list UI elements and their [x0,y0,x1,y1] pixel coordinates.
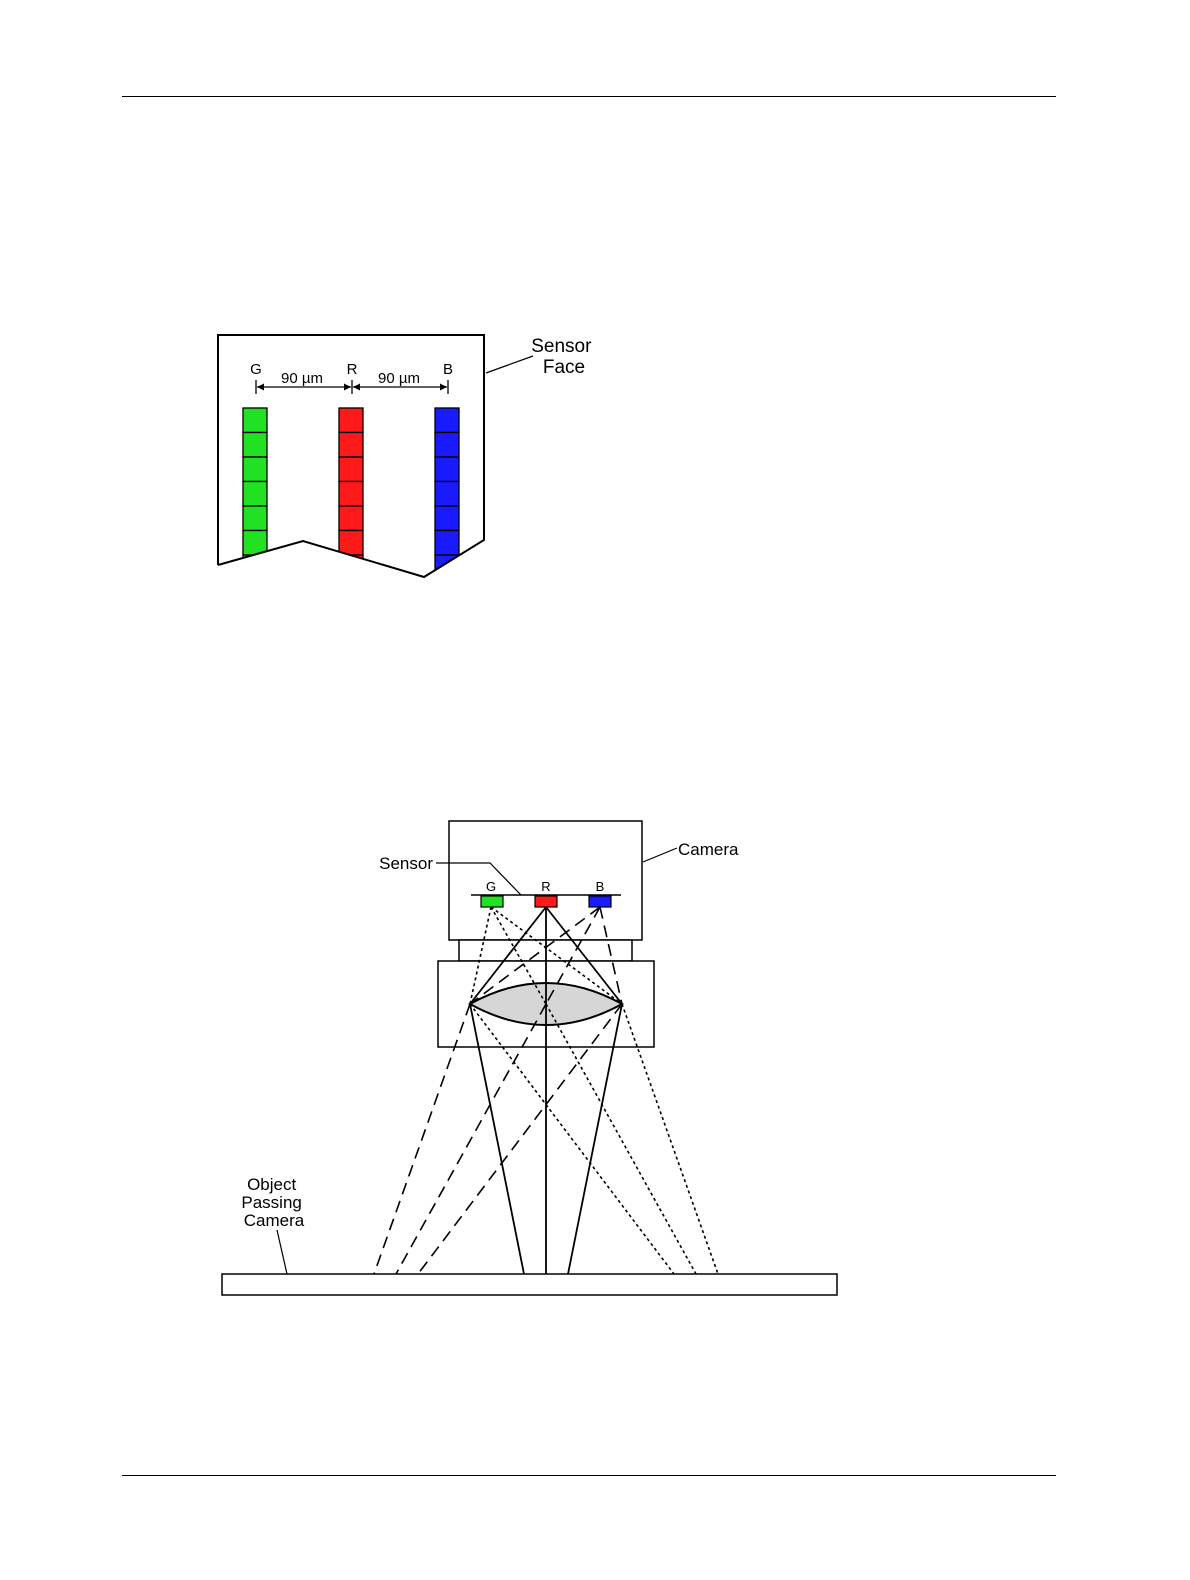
pixel-b-5 [435,506,459,531]
pixel-b-6 [435,531,459,556]
camera-channel-g: G [486,879,496,894]
camera-label: Camera [678,840,739,859]
pixel-r-5 [339,506,363,531]
pixel-g-3 [243,457,267,482]
header-rule [122,96,1056,97]
pixel-r-4 [339,482,363,507]
pixel-b-2 [435,433,459,458]
pixel-b-4 [435,482,459,507]
camera-optics-diagram: G R B Camera Sensor Object Passing Camer… [0,800,1190,1310]
footer-rule [122,1475,1056,1476]
pixel-g-5 [243,506,267,531]
pixel-g-2 [243,433,267,458]
object-bar [222,1274,837,1295]
sensor-face-diagram: G R B 90 µm 90 µm Sensor Face [0,320,1190,590]
camera-leader [643,848,677,862]
pixel-r-2 [339,433,363,458]
pixel-r-6 [339,531,363,556]
pixel-r-3 [339,457,363,482]
pixel-b-1 [435,408,459,433]
object-label: Object Passing Camera [241,1175,306,1230]
sensor-face-title: Sensor Face [531,336,596,378]
spacing-label-gr: 90 µm [281,370,323,387]
pixel-b-3 [435,457,459,482]
sensor-pixel-g [481,896,503,907]
pixel-g-1 [243,408,267,433]
object-leader [277,1230,287,1274]
pixel-columns [243,408,459,580]
pixel-r-1 [339,408,363,433]
sensor-face-leader [486,356,533,373]
sensor-pixel-r [535,896,557,907]
channel-label-b: B [443,361,453,378]
camera-channel-b: B [596,879,605,894]
camera-channel-r: R [541,879,550,894]
spacing-label-rb: 90 µm [378,370,420,387]
sensor-label: Sensor [379,854,433,873]
sensor-pixel-b [589,896,611,907]
channel-label-r: R [347,361,358,378]
pixel-g-4 [243,482,267,507]
channel-label-g: G [250,361,262,378]
pixel-g-7 [243,555,267,580]
